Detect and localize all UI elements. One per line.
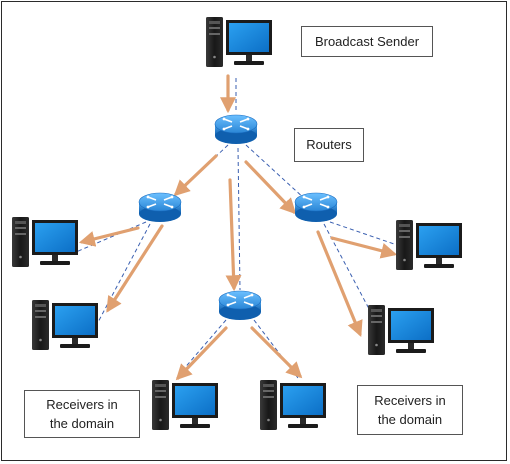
broadcast-arrow-router-top-to-router-right [244,160,297,215]
router-icon [138,192,182,222]
broadcast-sender-label: Broadcast Sender [301,26,433,57]
router-icon [218,290,262,320]
broadcast-arrow-router-right-to-pc-right-1 [330,236,398,259]
broadcast-arrow-router-bottom-to-pc-bottom-1 [175,326,228,381]
dashed-link-router-right-to-pc-right-2 [323,223,377,323]
dashed-link-router-left-to-pc-left-1 [75,221,147,253]
routers-label: Routers [294,128,364,162]
nodes-layer [12,17,462,430]
broadcast-arrow-router-left-to-pc-left-1 [78,226,140,247]
receivers-left-label: Receivers in the domain [24,390,140,438]
desktop-computer-icon [260,380,326,430]
receivers-right-label: Receivers in the domain [357,385,463,435]
broadcast-arrow-router-top-to-router-left [173,154,218,197]
dashed-link-router-top-to-router-bottom [237,147,241,291]
dashed-link-router-bottom-to-pc-bottom-1 [175,319,227,379]
desktop-computer-icon [396,220,462,270]
desktop-computer-icon [152,380,218,430]
desktop-computer-icon [12,217,78,267]
desktop-computer-icon [32,300,98,350]
broadcast-arrow-router-top-to-router-bottom [225,178,242,292]
dashed-link-router-right-to-pc-right-1 [329,221,401,247]
broadcast-arrow-router-bottom-to-pc-bottom-2 [250,326,303,379]
dashed-link-router-left-to-pc-left-2 [95,223,151,327]
desktop-computer-icon [368,305,434,355]
broadcast-arrow-router-right-to-pc-right-2 [316,230,363,337]
dashed-link-router-bottom-to-pc-bottom-2 [253,319,299,379]
router-icon [294,192,338,222]
broadcast-arrow-router-left-to-pc-left-2 [106,224,164,313]
arrows-layer [78,74,398,381]
desktop-computer-icon [206,17,272,67]
router-icon [214,114,258,144]
